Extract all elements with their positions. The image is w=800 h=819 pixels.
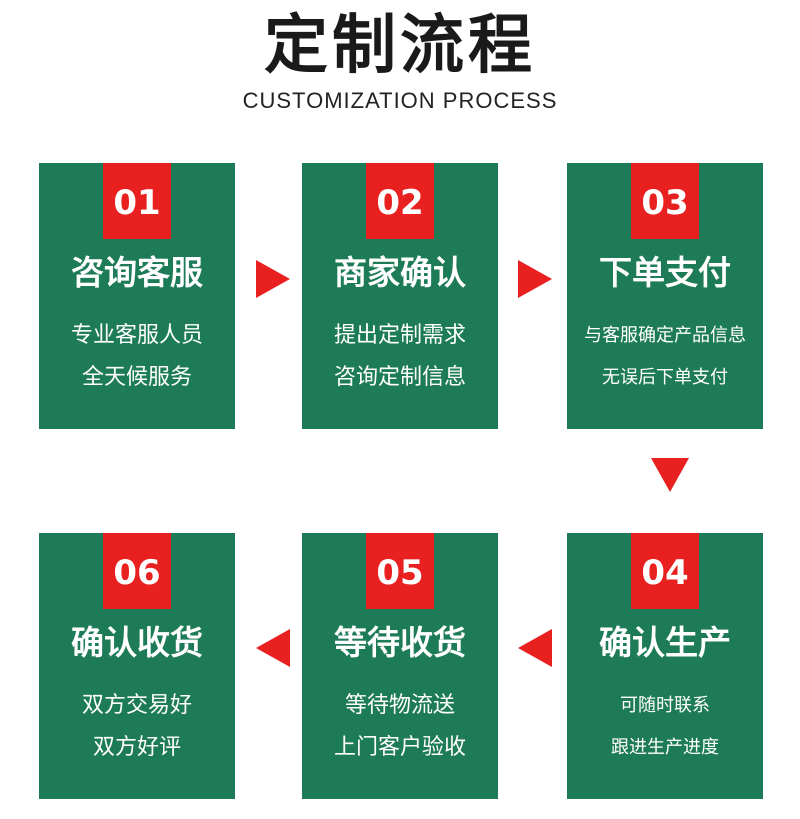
step-description-line: 跟进生产进度 (611, 737, 719, 758)
left-arrow-icon (256, 629, 290, 667)
step-number-badge: 01 (103, 163, 171, 239)
step-description-line: 全天候服务 (81, 365, 192, 390)
left-arrow-icon (518, 629, 552, 667)
step-card-02: 02 商家确认 提出定制需求 咨询定制信息 (302, 163, 498, 429)
step-title: 咨询客服 (71, 253, 203, 292)
step-number-badge: 03 (631, 163, 699, 239)
step-card-04: 04 确认生产 可随时联系 跟进生产进度 (567, 533, 763, 799)
step-number-badge: 05 (366, 533, 434, 609)
step-card-01: 01 咨询客服 专业客服人员 全天候服务 (39, 163, 235, 429)
step-description-line: 专业客服人员 (70, 323, 203, 348)
step-description: 与客服确定产品信息 无误后下单支付 (567, 315, 763, 399)
step-description-line: 双方交易好 (81, 693, 192, 718)
step-description-line: 与客服确定产品信息 (584, 325, 746, 346)
step-description-line: 咨询定制信息 (333, 365, 466, 390)
right-arrow-icon (256, 260, 290, 298)
right-arrow-icon (518, 260, 552, 298)
step-title: 商家确认 (334, 253, 466, 292)
page-subtitle: CUSTOMIZATION PROCESS (242, 88, 558, 113)
step-card-06: 06 确认收货 双方交易好 双方好评 (39, 533, 235, 799)
step-description: 等待物流送 上门客户验收 (302, 685, 498, 769)
step-number-badge: 02 (366, 163, 434, 239)
step-card-05: 05 等待收货 等待物流送 上门客户验收 (302, 533, 498, 799)
step-description-line: 双方好评 (92, 735, 181, 760)
step-number-badge: 06 (103, 533, 171, 609)
step-card-03: 03 下单支付 与客服确定产品信息 无误后下单支付 (567, 163, 763, 429)
page-title: 定制流程 (264, 9, 536, 83)
step-description: 提出定制需求 咨询定制信息 (302, 315, 498, 399)
step-title: 确认收货 (71, 623, 203, 662)
step-title: 等待收货 (334, 623, 466, 662)
step-description: 双方交易好 双方好评 (39, 685, 235, 769)
down-arrow-icon (651, 458, 689, 492)
step-description-line: 无误后下单支付 (602, 367, 728, 388)
step-description-line: 上门客户验收 (333, 735, 466, 760)
step-description: 可随时联系 跟进生产进度 (567, 685, 763, 769)
step-number-badge: 04 (631, 533, 699, 609)
step-title: 确认生产 (599, 623, 731, 662)
step-title: 下单支付 (599, 253, 731, 292)
step-description-line: 提出定制需求 (333, 323, 466, 348)
step-description-line: 可随时联系 (620, 695, 710, 716)
step-description: 专业客服人员 全天候服务 (39, 315, 235, 399)
step-description-line: 等待物流送 (344, 693, 455, 718)
